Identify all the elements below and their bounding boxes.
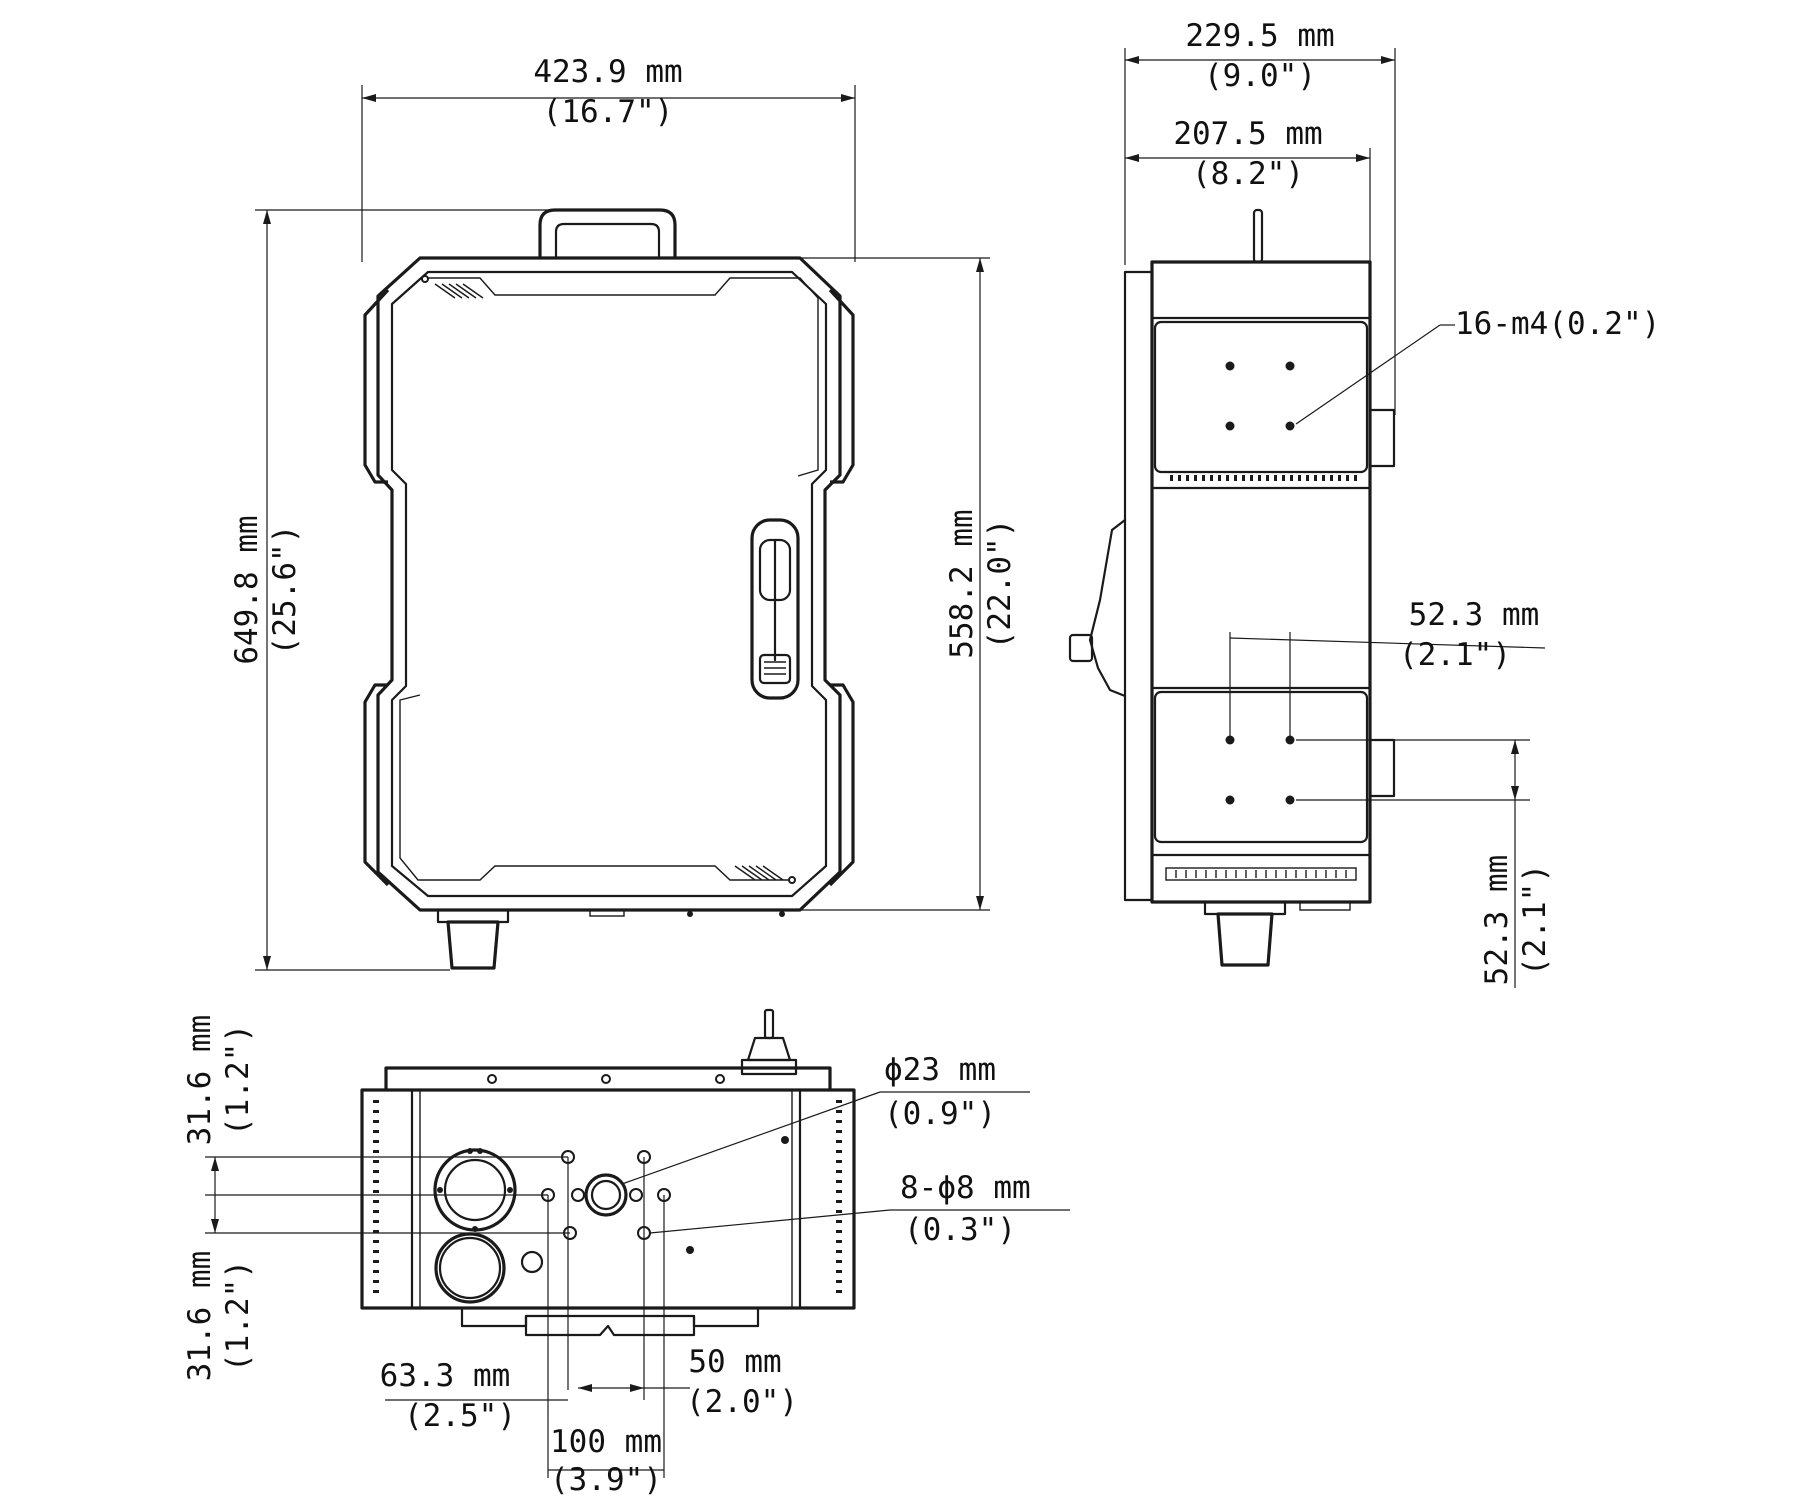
spacing-50-mm: 50 mm bbox=[688, 1344, 781, 1380]
side-body-depth-mm: 207.5 mm bbox=[1173, 116, 1322, 152]
bottom-vents-right bbox=[836, 1100, 842, 1293]
small-holes-leader bbox=[649, 1209, 891, 1234]
side-body-depth-in: (8.2") bbox=[1192, 156, 1304, 192]
left-bumper-lower bbox=[363, 683, 390, 887]
bottom-vents-left bbox=[373, 1100, 379, 1293]
hole-spacing-h-mm: 52.3 mm bbox=[1409, 597, 1540, 633]
cable-gland bbox=[740, 1008, 798, 1076]
front-view: 423.9 mm (16.7") 649.8 mm (25.6") 558.2 … bbox=[229, 54, 1018, 971]
spacing-63-mm: 63.3 mm bbox=[380, 1358, 511, 1394]
side-housing bbox=[1150, 260, 1372, 904]
port-diameter-leader bbox=[621, 1091, 881, 1185]
side-depth-mm: 229.5 mm bbox=[1185, 18, 1334, 54]
front-width-in: (16.7") bbox=[543, 94, 674, 130]
bottom-port-lower bbox=[434, 1232, 506, 1304]
port-diameter-mm: ϕ23 mm bbox=[884, 1052, 996, 1088]
front-body-height-in: (22.0") bbox=[982, 519, 1018, 650]
spacing-100-mm: 100 mm bbox=[550, 1424, 662, 1460]
small-holes bbox=[541, 1150, 671, 1240]
right-bumper-upper bbox=[828, 288, 855, 484]
vent-slots-top bbox=[434, 283, 484, 299]
hole-spacing-v-mm: 52.3 mm bbox=[1479, 855, 1515, 986]
spacing-50-in: (2.0") bbox=[686, 1384, 798, 1420]
central-port bbox=[584, 1173, 628, 1217]
lower-mount-panel bbox=[1153, 690, 1369, 844]
right-bumper-lower bbox=[828, 683, 855, 887]
vent-slots-bottom bbox=[734, 865, 784, 881]
side-connector-upper bbox=[1368, 408, 1396, 468]
port-diameter-in: (0.9") bbox=[884, 1096, 996, 1132]
bottom-port-upper bbox=[433, 1148, 517, 1232]
hole-spacing-h-in: (2.1") bbox=[1399, 637, 1511, 673]
front-height-mm: 649.8 mm bbox=[229, 515, 265, 664]
carry-handle bbox=[538, 208, 677, 258]
mount-holes-leader bbox=[1295, 324, 1441, 425]
bottom-housing bbox=[360, 1088, 856, 1310]
front-body-height-mm: 558.2 mm bbox=[944, 509, 980, 658]
small-holes-mm: 8-ϕ8 mm bbox=[900, 1170, 1031, 1206]
left-bumper-upper bbox=[363, 288, 390, 484]
upper-offset-mm: 31.6 mm bbox=[182, 1015, 218, 1146]
side-connector-lower bbox=[1368, 738, 1396, 798]
antenna bbox=[1252, 208, 1264, 264]
front-height-in: (25.6") bbox=[267, 525, 303, 656]
side-view: 229.5 mm (9.0") 207.5 mm (8.2") bbox=[1068, 18, 1660, 988]
lower-offset-in: (1.2") bbox=[220, 1260, 256, 1372]
front-bottom-connector bbox=[436, 908, 785, 970]
side-latch bbox=[1088, 518, 1127, 698]
front-width-mm: 423.9 mm bbox=[533, 54, 682, 90]
side-bottom-connector bbox=[1203, 900, 1351, 967]
hole-spacing-v-in: (2.1") bbox=[1517, 864, 1553, 976]
small-holes-in: (0.3") bbox=[904, 1212, 1016, 1248]
upper-mount-panel bbox=[1153, 320, 1369, 474]
side-vent-upper bbox=[1170, 475, 1357, 481]
spacing-63-in: (2.5") bbox=[404, 1398, 516, 1434]
side-vent-lower bbox=[1165, 867, 1357, 881]
upper-offset-in: (1.2") bbox=[220, 1024, 256, 1136]
door-latch bbox=[750, 518, 800, 700]
front-body bbox=[376, 256, 842, 912]
side-depth-in: (9.0") bbox=[1204, 58, 1316, 94]
mount-holes-label: 16-m4(0.2") bbox=[1455, 306, 1660, 342]
lower-offset-mm: 31.6 mm bbox=[182, 1251, 218, 1382]
bottom-view: 31.6 mm (1.2") 31.6 mm (1.2") ϕ23 mm (0.… bbox=[182, 1008, 1070, 1498]
spacing-100-in: (3.9") bbox=[550, 1462, 662, 1498]
